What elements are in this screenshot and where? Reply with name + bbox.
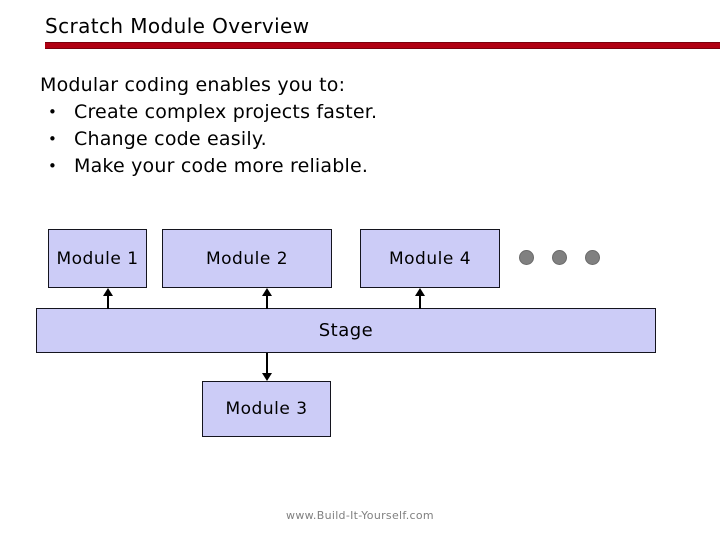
footer-url: www.Build-It-Yourself.com [286,509,434,522]
diagram-node-module4: Module 4 [360,229,500,288]
body-content: Modular coding enables you to: • Create … [40,72,510,180]
arrow-head-up-icon [415,288,425,296]
diagram-node-module1: Module 1 [48,229,147,288]
bullet-icon: • [48,103,58,121]
title-underline-rule [45,42,720,49]
list-item-label: Create complex projects faster. [74,101,378,123]
diagram-node-stage: Stage [36,308,656,353]
diagram-node-module2: Module 2 [162,229,332,288]
arrow-stage-to-module3 [266,353,268,374]
body-lead-text: Modular coding enables you to: [40,74,346,96]
list-item-label: Change code easily. [74,128,267,150]
arrow-head-up-icon [103,288,113,296]
arrow-head-up-icon [262,288,272,296]
arrow-head-down-icon [262,373,272,381]
list-item: • Make your code more reliable. [40,153,510,180]
page-title: Scratch Module Overview [45,14,310,38]
bullet-icon: • [48,130,58,148]
ellipsis-dot-icon [519,250,534,265]
list-item: • Change code easily. [40,126,510,153]
ellipsis-dot-icon [552,250,567,265]
arrow-stage-to-module1 [107,291,109,309]
list-item-label: Make your code more reliable. [74,155,369,177]
arrow-stage-to-module4 [419,291,421,309]
ellipsis-dot-icon [585,250,600,265]
diagram-node-module3: Module 3 [202,381,331,437]
list-item: • Create complex projects faster. [40,99,510,126]
bullet-icon: • [48,157,58,175]
arrow-stage-to-module2 [266,291,268,309]
